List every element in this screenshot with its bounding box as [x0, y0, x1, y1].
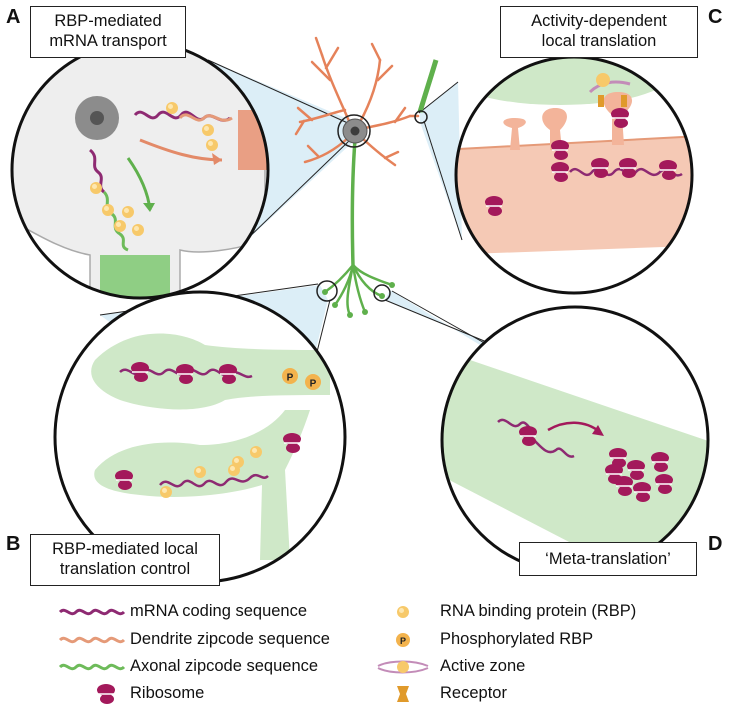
legend-icons: P — [58, 606, 429, 705]
panel-a-title: RBP-mediated mRNA transport — [30, 6, 186, 58]
phospho-rbp-icon: P — [396, 633, 410, 647]
axonal-wave-icon — [58, 663, 126, 671]
legend-label-active-zone: Active zone — [440, 657, 526, 675]
panel-b-zoom: P P — [53, 290, 347, 584]
legend-label-dendrite: Dendrite zipcode sequence — [130, 630, 330, 648]
legend-phospho-label: P — [400, 636, 406, 646]
panel-a-title-line2: mRNA transport — [49, 32, 167, 50]
legend-label-ribosome: Ribosome — [130, 684, 205, 702]
ribosome-icon — [96, 683, 116, 705]
receptor-icon — [397, 686, 409, 702]
mrna-wave-icon — [58, 608, 126, 616]
panel-c-letter: C — [708, 6, 723, 28]
legend-label-receptor: Receptor — [440, 684, 507, 702]
panel-c-zoom — [454, 55, 694, 295]
panel-a-zoom — [10, 40, 270, 300]
legend-label-axonal: Axonal zipcode sequence — [130, 657, 319, 675]
dendrite-wave-icon — [58, 636, 126, 644]
panel-d-title: ‘Meta-translation’ — [519, 542, 697, 576]
legend-label-mrna: mRNA coding sequence — [130, 602, 308, 620]
panel-b-title-line1: RBP-mediated local — [52, 540, 198, 558]
panel-a-title-line1: RBP-mediated — [54, 12, 162, 30]
panel-b-letter: B — [6, 533, 21, 555]
phospho-label-2: P — [310, 379, 317, 390]
panel-b-title-line2: translation control — [59, 560, 191, 578]
legend-label-phospho: Phosphorylated RBP — [440, 630, 594, 648]
panel-d-letter: D — [708, 533, 723, 555]
panel-c-title-line1: Activity-dependent — [531, 12, 667, 30]
panel-b-title: RBP-mediated local translation control — [30, 534, 220, 586]
panel-a-letter: A — [6, 6, 21, 28]
phospho-label-1: P — [287, 373, 294, 384]
legend-label-rbp: RNA binding protein (RBP) — [440, 602, 637, 620]
panel-c-title-line2: local translation — [541, 32, 657, 50]
rbp-icon — [397, 606, 409, 618]
neuron — [294, 36, 439, 318]
active-zone-icon — [377, 660, 429, 674]
panel-c-title: Activity-dependent local translation — [500, 6, 698, 58]
